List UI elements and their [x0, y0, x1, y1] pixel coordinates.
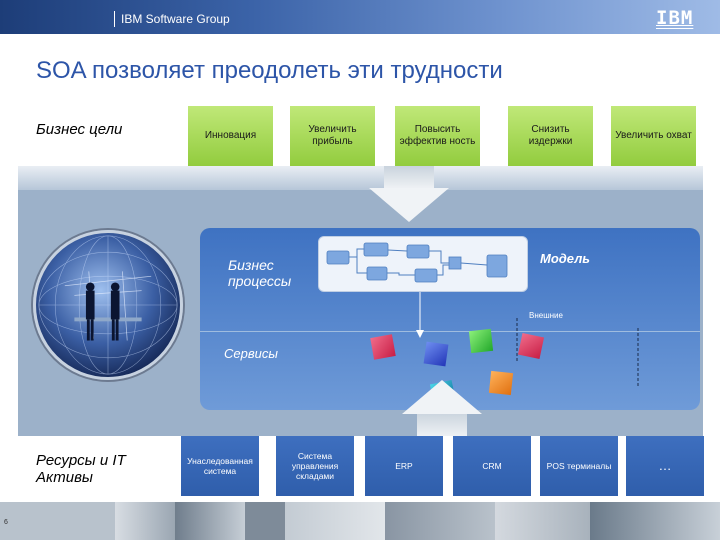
arrow-down-top: [369, 188, 449, 222]
footer-decoration: [0, 502, 720, 540]
service-cube-red-2: [517, 332, 545, 360]
external-label: Внешние: [529, 311, 563, 320]
band-top-strip: [18, 166, 703, 190]
resource-more: …: [626, 436, 704, 496]
panel-divider: [200, 331, 700, 332]
service-cube-green: [468, 328, 494, 354]
page-title: SOA позволяет преодолеть эти трудности: [36, 57, 503, 84]
goal-reduce-costs: Снизить издержки: [508, 106, 593, 166]
footer-tile-2: [175, 502, 245, 540]
footer-tile-7: [590, 502, 720, 540]
arrow-down-stem-top: [384, 166, 434, 188]
external-dashed-lines: [516, 318, 639, 388]
footer-tile-6: [495, 502, 590, 540]
footer-tile-5: [385, 502, 495, 540]
resources-label: Ресурсы и IT Активы: [36, 452, 126, 486]
service-cube-blue: [423, 341, 449, 367]
goal-innovation: Инновация: [188, 106, 273, 166]
process-flow-icon: [326, 242, 508, 283]
arrow-up-stem-bottom: [417, 412, 467, 436]
footer-tile-4: [285, 502, 385, 540]
globe-image: [33, 230, 183, 380]
company-group-label: IBM Software Group: [114, 11, 230, 27]
model-label: Модель: [540, 251, 591, 266]
service-cube-red: [370, 334, 396, 360]
resource-crm: CRM: [453, 436, 531, 496]
process-to-service-arrow: [416, 292, 424, 338]
resource-legacy-system: Унаследованная система: [181, 436, 259, 496]
header-bar: IBM Software Group IBM: [0, 0, 720, 34]
resource-erp: ERP: [365, 436, 443, 496]
business-goals-label: Бизнес цели: [36, 121, 123, 138]
process-model-diagram: [318, 236, 528, 292]
globe-mesh-icon: [38, 235, 178, 375]
goal-increase-reach: Увеличить охват: [611, 106, 696, 166]
ibm-logo: IBM: [656, 7, 694, 29]
goal-increase-profit: Увеличить прибыль: [290, 106, 375, 166]
business-processes-label: Бизнес процессы: [228, 257, 292, 289]
services-label: Сервисы: [224, 346, 278, 361]
resource-warehouse-system: Система управления складами: [276, 436, 354, 496]
page-number: 6: [4, 519, 8, 526]
goal-increase-efficiency: Повысить эффектив ность: [395, 106, 480, 166]
resource-pos-terminals: POS терминалы: [540, 436, 618, 496]
footer-tile-1: [115, 502, 175, 540]
service-cube-orange: [488, 370, 514, 396]
arrow-up-bottom: [402, 380, 482, 414]
footer-tile-3: [245, 502, 285, 540]
